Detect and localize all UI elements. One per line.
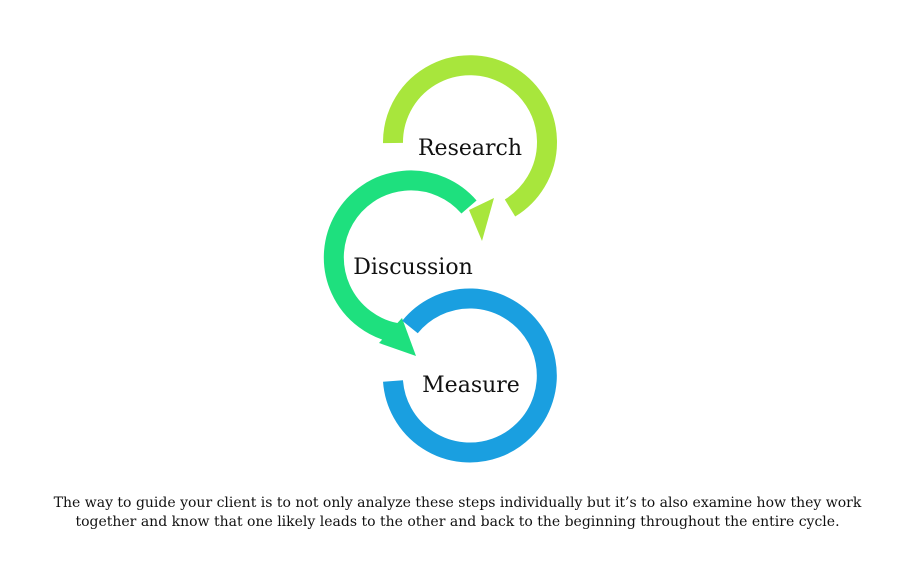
- step-label-research: Research: [418, 136, 522, 161]
- caption-text: The way to guide your client is to not o…: [53, 495, 862, 530]
- discussion-arc: [323, 170, 477, 343]
- cycle-diagram: Research Discussion Measure: [323, 55, 557, 463]
- measure-arc: [383, 288, 557, 463]
- research-arrowhead: [469, 198, 494, 241]
- research-arc: [382, 55, 557, 217]
- discussion-arrowhead: [379, 318, 416, 356]
- step-label-measure: Measure: [422, 373, 520, 398]
- step-label-discussion: Discussion: [353, 255, 473, 280]
